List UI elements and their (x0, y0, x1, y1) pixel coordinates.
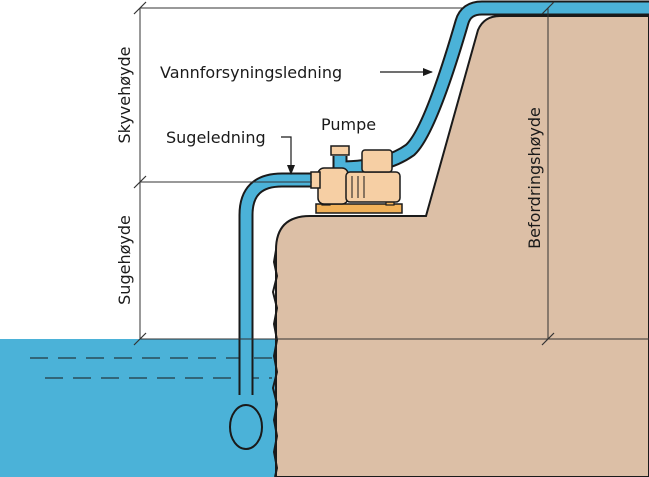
suction-line-label: Sugeledning (166, 128, 266, 147)
pump-label: Pumpe (321, 115, 376, 134)
pump-volute (317, 167, 349, 205)
suction-line-leader-arrow (281, 136, 295, 175)
discharge-height-label: Skyvehøyde (115, 46, 134, 143)
dimension-ticks (133, 1, 555, 346)
pump-motor (345, 171, 401, 203)
strainer-icon (229, 404, 263, 450)
bank-edge (271, 249, 279, 477)
total-head-label: Befordringshøyde (525, 107, 544, 249)
supply-line-label: Vannforsyningsledning (160, 63, 342, 82)
pump-icon (310, 145, 403, 214)
pump-base (315, 203, 403, 214)
suction-height-label: Sugehøyde (115, 215, 134, 305)
ground-terrain (275, 15, 649, 477)
water-body (0, 339, 276, 477)
suction-pipe (240, 174, 322, 395)
dimension-lines (139, 7, 649, 340)
water-level-dashes (30, 357, 272, 379)
